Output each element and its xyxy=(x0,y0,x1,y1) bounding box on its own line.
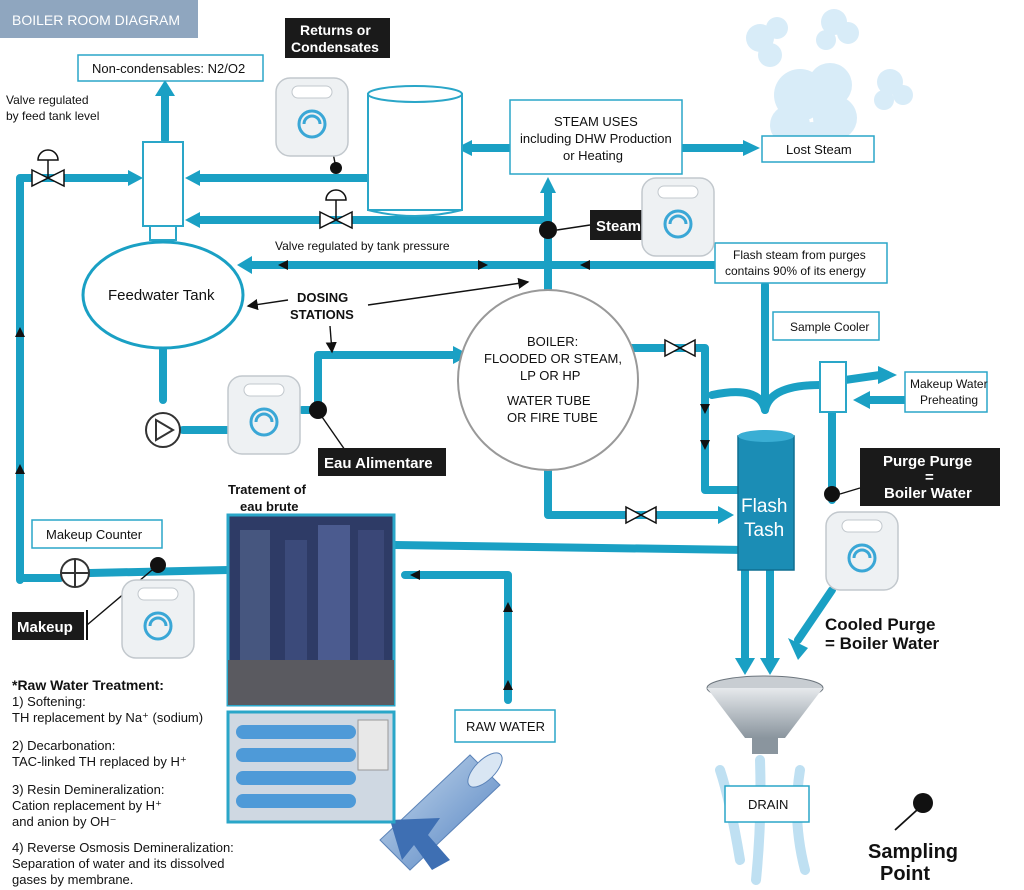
raw-water-notes: *Raw Water Treatment: 1) Softening: TH r… xyxy=(12,677,234,887)
raw-water-pipe-icon xyxy=(379,752,503,871)
eau-alimentare-label: Eau Alimentare xyxy=(309,401,446,476)
raw-water-box: RAW WATER xyxy=(454,709,556,743)
svg-text:Tash: Tash xyxy=(744,520,784,541)
svg-text:STEAM USES: STEAM USES xyxy=(554,114,638,129)
svg-text:TAC-linked TH replaced by H⁺: TAC-linked TH replaced by H⁺ xyxy=(12,754,187,769)
svg-text:Cation replacement by H⁺: Cation replacement by H⁺ xyxy=(12,798,162,813)
treatment-title: Tratement of eau brute xyxy=(228,482,307,514)
svg-text:STATIONS: STATIONS xyxy=(290,307,354,322)
svg-text:= Boiler Water: = Boiler Water xyxy=(825,634,940,653)
svg-text:Separation of water and its di: Separation of water and its dissolved xyxy=(12,856,224,871)
svg-text:*Raw Water Treatment:: *Raw Water Treatment: xyxy=(12,677,164,693)
svg-text:Lost Steam: Lost Steam xyxy=(786,142,852,157)
svg-text:WATER TUBE: WATER TUBE xyxy=(507,393,591,408)
svg-text:gases by membrane.: gases by membrane. xyxy=(12,872,133,887)
deaerator-column xyxy=(142,141,184,241)
svg-text:Tratement of: Tratement of xyxy=(228,482,307,497)
purge-label: Purge Purge = Boiler Water xyxy=(824,448,1000,506)
valve-feed-tank-icon xyxy=(31,149,65,188)
valve-tank-pressure-icon xyxy=(319,189,353,230)
svg-text:Eau Alimentare: Eau Alimentare xyxy=(324,455,433,472)
steam-clouds-icon xyxy=(746,9,913,158)
svg-text:contains 90% of its energy: contains 90% of its energy xyxy=(725,264,866,278)
valve-feed-label: Valve regulated by feed tank level xyxy=(6,93,99,123)
steam-uses-box: STEAM USES including DHW Production or H… xyxy=(509,99,683,175)
counter-meter-icon xyxy=(60,558,90,588)
svg-text:Cooled Purge: Cooled Purge xyxy=(825,615,936,634)
svg-text:by feed tank level: by feed tank level xyxy=(6,109,99,123)
svg-text:Feedwater Tank: Feedwater Tank xyxy=(108,287,215,304)
sample-cooler-unit xyxy=(819,361,847,413)
makeup-label: Makeup xyxy=(12,557,166,640)
svg-text:DOSING: DOSING xyxy=(297,290,348,305)
svg-text:Boiler Water: Boiler Water xyxy=(884,485,972,502)
svg-text:RAW WATER: RAW WATER xyxy=(466,719,545,734)
flash-note-box: Flash steam from purges contains 90% of … xyxy=(714,242,888,284)
svg-text:Sample Cooler: Sample Cooler xyxy=(790,320,869,334)
svg-text:OR FIRE TUBE: OR FIRE TUBE xyxy=(507,410,598,425)
svg-text:Makeup Counter: Makeup Counter xyxy=(46,527,143,542)
svg-text:Condensates: Condensates xyxy=(291,39,379,55)
treatment-photo-lower xyxy=(226,710,396,824)
svg-text:2) Decarbonation:: 2) Decarbonation: xyxy=(12,738,115,753)
flash-tank: Flash Tash xyxy=(737,430,795,571)
header-tab: BOILER ROOM DIAGRAM xyxy=(0,0,198,38)
cooled-purge-label: Cooled Purge = Boiler Water xyxy=(825,615,940,653)
pump-icon xyxy=(145,412,181,448)
svg-text:Purge Purge: Purge Purge xyxy=(883,453,972,470)
svg-text:Steam: Steam xyxy=(596,218,641,235)
dosing-label: DOSING STATIONS xyxy=(246,277,530,354)
lost-steam-box: Lost Steam xyxy=(761,135,875,163)
svg-text:1) Softening:: 1) Softening: xyxy=(12,694,86,709)
sample-cooler-box: Sample Cooler xyxy=(772,311,880,341)
valve-boiler-bottom-icon xyxy=(625,505,657,525)
svg-text:BOILER:: BOILER: xyxy=(527,334,578,349)
svg-text:Makeup Water: Makeup Water xyxy=(910,377,988,391)
svg-text:Flash steam from purges: Flash steam from purges xyxy=(733,248,866,262)
valve-pressure-label: Valve regulated by tank pressure xyxy=(275,239,450,253)
svg-text:Valve regulated: Valve regulated xyxy=(6,93,89,107)
svg-text:=: = xyxy=(925,469,934,486)
non-condensables-box: Non-condensables: N2/O2 xyxy=(77,54,264,82)
valve-boiler-top-icon xyxy=(664,338,696,358)
svg-text:FLOODED OR STEAM,: FLOODED OR STEAM, xyxy=(484,351,622,366)
svg-text:Point: Point xyxy=(880,863,930,885)
svg-text:3) Resin Demineralization:: 3) Resin Demineralization: xyxy=(12,782,164,797)
svg-text:Non-condensables: N2/O2: Non-condensables: N2/O2 xyxy=(92,61,245,76)
steam-label: Steam xyxy=(590,210,642,240)
treatment-photo-upper xyxy=(226,513,396,707)
flow-markers xyxy=(15,260,710,690)
svg-text:Makeup: Makeup xyxy=(17,619,73,636)
svg-text:LP OR HP: LP OR HP xyxy=(520,368,580,383)
page-title: BOILER ROOM DIAGRAM xyxy=(12,12,180,28)
svg-text:Preheating: Preheating xyxy=(920,393,978,407)
boiler: BOILER: FLOODED OR STEAM, LP OR HP WATER… xyxy=(457,289,639,471)
makeup-counter-box: Makeup Counter xyxy=(31,519,163,549)
sampling-point-legend: Sampling Point xyxy=(868,793,958,885)
svg-text:or Heating: or Heating xyxy=(563,148,623,163)
makeup-water-box: Makeup Water Preheating xyxy=(904,371,988,413)
svg-text:Sampling: Sampling xyxy=(868,841,958,863)
svg-text:Flash: Flash xyxy=(741,496,787,517)
svg-text:DRAIN: DRAIN xyxy=(748,797,788,812)
svg-text:TH replacement by Na⁺ (sodium): TH replacement by Na⁺ (sodium) xyxy=(12,710,203,725)
drain-funnel: DRAIN xyxy=(706,675,824,885)
svg-text:and anion by OH⁻: and anion by OH⁻ xyxy=(12,814,116,829)
condensate-tank xyxy=(367,85,463,217)
returns-label: Returns or Condensates xyxy=(285,18,390,58)
svg-text:Returns or: Returns or xyxy=(300,22,371,38)
svg-text:eau brute: eau brute xyxy=(240,499,299,514)
svg-text:including DHW Production: including DHW Production xyxy=(520,131,672,146)
svg-text:4) Reverse Osmosis Demineraliz: 4) Reverse Osmosis Demineralization: xyxy=(12,840,234,855)
feedwater-tank: Feedwater Tank xyxy=(81,240,245,350)
